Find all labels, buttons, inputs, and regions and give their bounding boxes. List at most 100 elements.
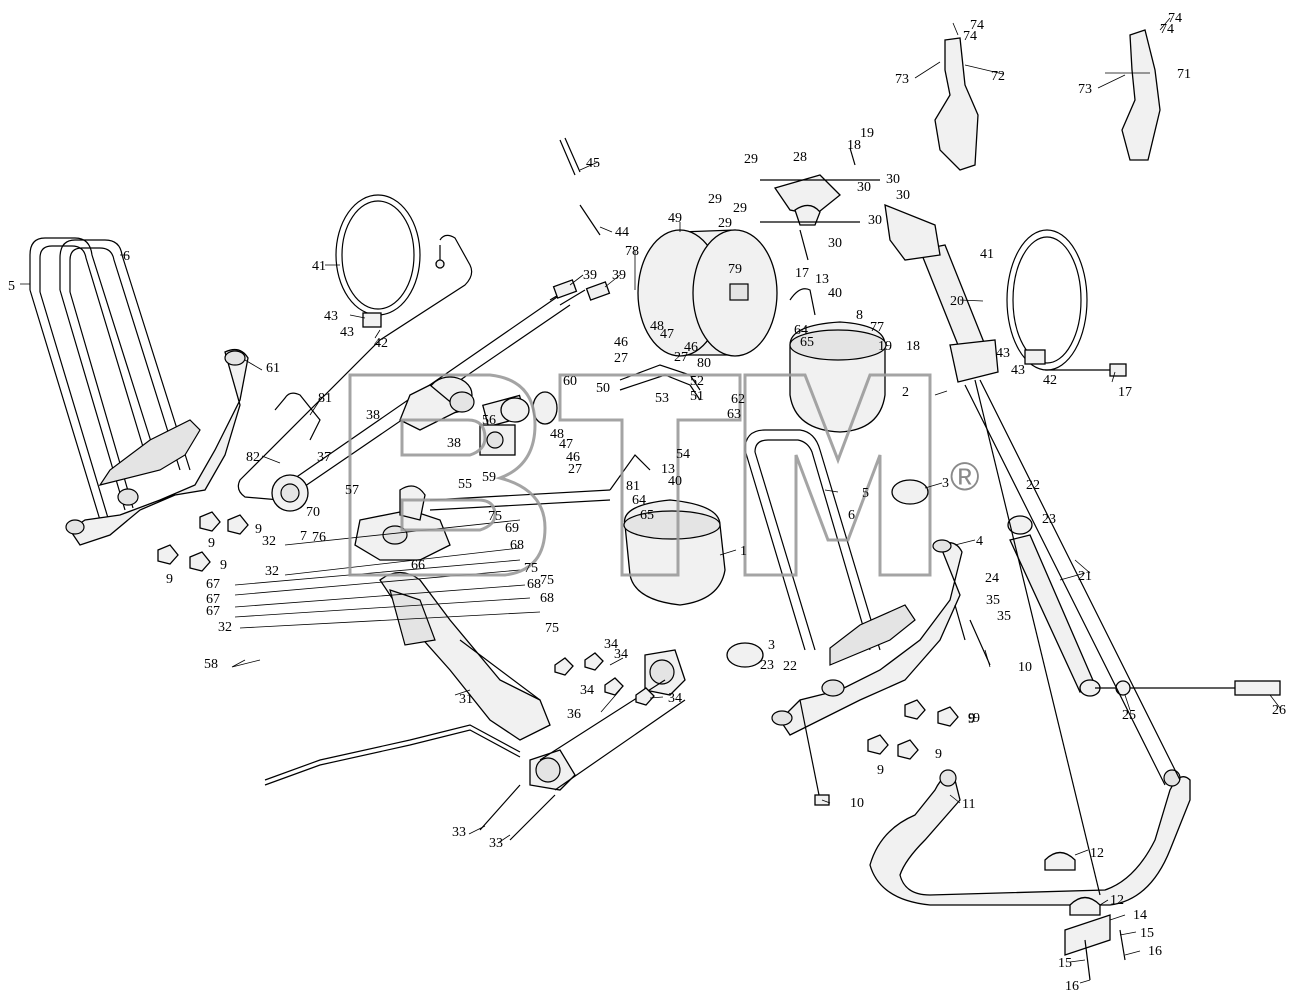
callout-17: 17 — [1118, 385, 1132, 400]
callout-43: 43 — [324, 309, 338, 324]
callout-36: 36 — [567, 707, 581, 722]
callout-9: 9 — [973, 711, 980, 726]
callout-30: 30 — [857, 180, 871, 195]
callout-35: 35 — [986, 593, 1000, 608]
callout-2: 2 — [902, 385, 909, 400]
top-brackets — [760, 147, 880, 261]
callout-27: 27 — [614, 351, 628, 366]
callout-6: 6 — [123, 249, 130, 264]
callout-33: 33 — [489, 836, 503, 851]
callout-9: 9 — [208, 536, 215, 551]
callout-19: 19 — [878, 339, 892, 354]
callout-12: 12 — [1110, 893, 1124, 908]
callout-66: 66 — [411, 558, 425, 573]
right-spring-assembly — [744, 429, 991, 806]
left-air-ring — [237, 194, 473, 501]
callout-15: 15 — [1140, 926, 1154, 941]
callout-50: 50 — [596, 381, 610, 396]
callout-29: 29 — [718, 216, 732, 231]
callout-60: 60 — [563, 374, 577, 389]
callout-76: 76 — [312, 530, 326, 545]
callout-34: 34 — [614, 647, 628, 662]
callout-17: 17 — [795, 266, 809, 281]
callout-9: 9 — [255, 522, 262, 537]
callout-22: 22 — [783, 659, 797, 674]
callout-41: 41 — [312, 259, 326, 274]
shock-absorber — [1007, 515, 1281, 697]
callout-73: 73 — [1078, 82, 1092, 97]
callout-42: 42 — [1043, 373, 1057, 388]
callout-67: 67 — [206, 577, 220, 592]
callout-34: 34 — [604, 637, 618, 652]
callout-58: 58 — [204, 657, 218, 672]
callout-27: 27 — [674, 350, 688, 365]
callout-13: 13 — [661, 462, 675, 477]
callout-22: 22 — [1026, 478, 1040, 493]
callout-23: 23 — [1042, 512, 1056, 527]
registered-mark: ® — [950, 455, 979, 499]
callout-53: 53 — [655, 391, 669, 406]
callout-30: 30 — [868, 213, 882, 228]
anti-roll-bar — [869, 203, 1191, 981]
callout-43: 43 — [1011, 363, 1025, 378]
callout-30: 30 — [896, 188, 910, 203]
callout-32: 32 — [262, 534, 276, 549]
callout-63: 63 — [727, 407, 741, 422]
callout-21: 21 — [1078, 569, 1092, 584]
callout-47: 47 — [559, 437, 573, 452]
callout-11: 11 — [962, 797, 975, 812]
callout-16: 16 — [1148, 944, 1162, 959]
callout-78: 78 — [625, 244, 639, 259]
callout-77: 77 — [870, 320, 884, 335]
callout-75: 75 — [488, 509, 502, 524]
callout-29: 29 — [708, 192, 722, 207]
callout-10: 10 — [1018, 660, 1032, 675]
callout-5: 5 — [8, 279, 15, 294]
callout-8: 8 — [856, 308, 863, 323]
callout-72: 72 — [991, 69, 1005, 84]
callout-49: 49 — [668, 211, 682, 226]
callout-62: 62 — [731, 392, 745, 407]
callout-32: 32 — [218, 620, 232, 635]
callout-15: 15 — [1058, 956, 1072, 971]
callout-48: 48 — [550, 427, 564, 442]
callout-67: 67 — [206, 592, 220, 607]
callout-40: 40 — [828, 286, 842, 301]
callout-20: 20 — [950, 294, 964, 309]
callout-28: 28 — [793, 150, 807, 165]
callout-7: 7 — [300, 529, 307, 544]
callout-16: 16 — [1065, 979, 1079, 994]
callout-56: 56 — [482, 413, 496, 428]
callout-74: 74 — [963, 29, 977, 44]
callout-30: 30 — [886, 172, 900, 187]
callout-75: 75 — [545, 621, 559, 636]
callout-71: 71 — [1177, 67, 1191, 82]
callout-70: 70 — [306, 505, 320, 520]
callout-23: 23 — [760, 658, 774, 673]
callout-59: 59 — [482, 470, 496, 485]
air-springs — [623, 321, 929, 668]
callout-5: 5 — [862, 486, 869, 501]
callout-65: 65 — [640, 508, 654, 523]
callout-74: 74 — [1168, 11, 1182, 26]
callout-labels: 1 2 3 3 4 5 5 6 6 7 8 9 9 9 9 9 9 9 9 9 … — [8, 11, 1286, 994]
pipes-and-fittings — [274, 137, 816, 511]
callout-81: 81 — [626, 479, 640, 494]
callout-30: 30 — [828, 236, 842, 251]
callout-39: 39 — [612, 268, 626, 283]
callout-1: 1 — [740, 544, 747, 559]
callout-12: 12 — [1090, 846, 1104, 861]
callout-46: 46 — [684, 340, 698, 355]
callout-18: 18 — [847, 138, 861, 153]
callout-46: 46 — [614, 335, 628, 350]
callout-9: 9 — [877, 763, 884, 778]
callout-46: 46 — [566, 450, 580, 465]
callout-55: 55 — [458, 477, 472, 492]
callout-34: 34 — [668, 691, 682, 706]
callout-68: 68 — [527, 577, 541, 592]
callout-69: 69 — [505, 521, 519, 536]
callout-13: 13 — [815, 272, 829, 287]
callout-3: 3 — [768, 638, 775, 653]
callout-48: 48 — [650, 319, 664, 334]
